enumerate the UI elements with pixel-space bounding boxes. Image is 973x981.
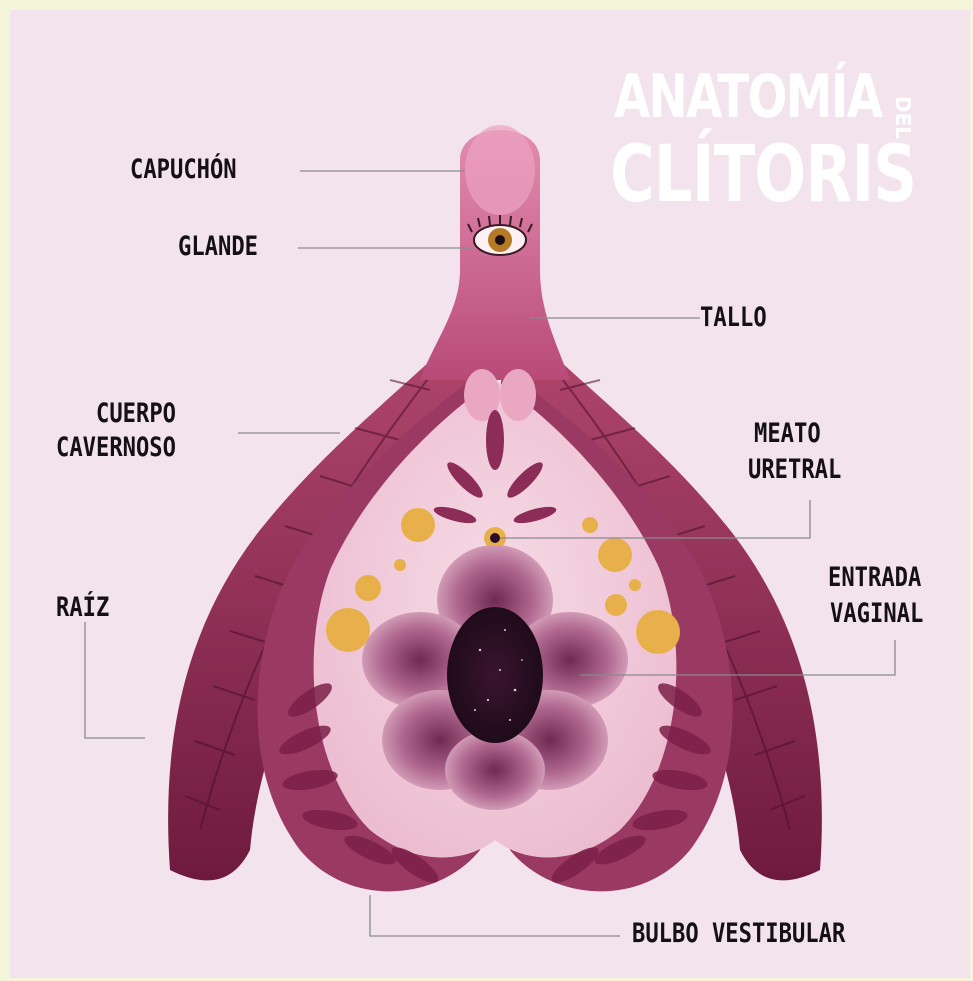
label-meato-line1: MEATO: [754, 418, 821, 450]
title-line-1: ANATOMÍA: [614, 62, 881, 132]
label-capuchon: CAPUCHÓN: [130, 154, 237, 186]
label-cuerpo-line2: CAVERNOSO: [56, 432, 176, 464]
label-entrada-line2: VAGINAL: [830, 598, 923, 630]
label-raiz: RAÍZ: [56, 592, 109, 624]
hood: [465, 125, 535, 215]
label-meato-line2: URETRAL: [748, 454, 841, 486]
label-tallo: TALLO: [700, 302, 767, 334]
label-bulbo-vestibular: BULBO VESTIBULAR: [632, 918, 845, 950]
label-entrada-line1: ENTRADA: [828, 562, 921, 594]
illustration-frame: ANATOMÍA DEL CLÍTORIS CAPUCHÓN GLANDE TA…: [10, 10, 970, 978]
label-glande: GLANDE: [178, 231, 258, 263]
label-cuerpo-line1: CUERPO: [96, 398, 176, 430]
title-line-2: CLÍTORIS: [610, 130, 916, 220]
